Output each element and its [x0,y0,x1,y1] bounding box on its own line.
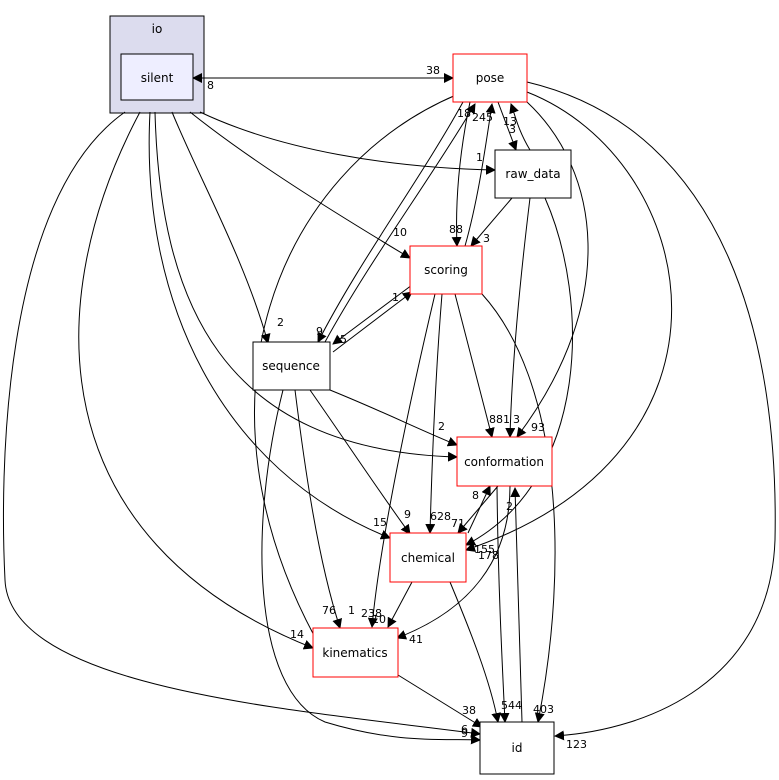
edge-label: 5 [340,333,347,346]
edge-label: 403 [533,703,554,716]
edge-pose-kinematics [254,94,457,651]
edge-scoring-chemical [425,293,443,534]
node-kinematics[interactable]: kinematics [312,627,399,678]
edge-label: 8 [472,489,479,502]
edge-label: 3 [509,123,516,136]
edge-label: 14 [290,628,304,641]
edge-label: 123 [566,738,587,751]
edge-label: 238 [361,607,382,620]
edge-label: 9 [316,325,323,338]
edge-raw-data-chemical [465,197,573,546]
edge-silent-scoring [189,111,411,259]
edge-label: 10 [393,226,407,239]
edge-label: 178 [478,549,499,562]
edge-label: 13 [503,115,517,128]
node-pose[interactable]: pose [452,53,528,103]
edge-sequence-scoring [332,291,413,353]
node-conformation[interactable]: conformation [456,436,553,487]
edge-conformation-chemical [457,485,499,534]
edge-kinematics-id [397,674,483,728]
edge-sequence-chemical [309,389,411,535]
svg-text:raw_data: raw_data [505,167,560,181]
node-id[interactable]: id [479,721,555,775]
edge-chemical-conformation [467,485,491,534]
node-raw-data[interactable]: raw_data [494,149,572,199]
edge-label: 15 [373,516,387,529]
edge-conformation-kinematics [396,485,511,640]
node-silent[interactable]: silent [120,53,194,101]
edge-sequence-conformation [324,387,458,447]
edge-scoring-conformation [454,293,495,438]
edge-label: 38 [462,704,476,717]
edge-silent-chemical [148,111,391,540]
edge-silent-conformation [154,111,458,462]
cluster-io-label: io [152,22,163,36]
edge-label: 71 [451,517,465,530]
edge-label: 8 [207,79,214,92]
edge-pose-conformation [516,101,589,438]
edge-label: 88 [449,223,463,236]
edge-label: 76 [322,604,336,617]
edge-silent-raw-data [199,111,496,175]
edge-label: 2 [277,316,284,329]
svg-text:conformation: conformation [464,455,544,469]
edge-label: 881 [489,413,510,426]
edge-label: 2 [506,500,513,513]
svg-text:silent: silent [141,71,174,85]
edge-raw-data-scoring [470,197,513,247]
node-chemical[interactable]: chemical [389,532,467,583]
edge-sequence-id [261,389,481,745]
edge-raw-data-pose [509,103,531,151]
edge-id-conformation [510,487,523,723]
edge-label: 18 [457,107,471,120]
edge-scoring-pose [464,103,496,247]
edge-silent-sequence [171,111,271,344]
edge-pose-raw-data [497,101,518,151]
edge-scoring-sequence [332,284,413,345]
edge-label: 93 [531,421,545,434]
edge-labels: 38 8 1 10 2 18 245 13 3 88 3 9 1 5 881 3… [207,64,587,751]
edge-label: 1 [348,604,355,617]
svg-text:chemical: chemical [401,551,455,565]
edge-pose-scoring [451,101,471,247]
edge-scoring-id [481,293,556,723]
edge-pose-sequence [317,101,464,343]
edge-pose-chemical [465,91,672,552]
edge-sequence-pose [324,103,476,343]
edge-label: 1 [392,291,399,304]
svg-text:kinematics: kinematics [322,646,387,660]
edge-sequence-kinematics [294,389,342,629]
edge-label: 628 [430,510,451,523]
edge-label: 155 [474,543,495,556]
svg-text:scoring: scoring [424,263,468,277]
edge-chemical-id [449,581,502,723]
edge-label: 6 [461,723,468,736]
edge-silent-id [2,111,481,738]
node-scoring[interactable]: scoring [409,245,483,295]
edge-silent-kinematics [78,111,314,650]
svg-text:pose: pose [476,71,505,85]
edge-chemical-kinematics [387,581,413,628]
edge-label: 38 [426,64,440,77]
edge-label: 10 [372,613,386,626]
edge-conformation-id [496,485,510,723]
edge-label: 9 [461,727,468,740]
edge-label: 1 [476,151,483,164]
edge-label: 245 [472,111,493,124]
edge-label: 544 [501,699,522,712]
node-sequence[interactable]: sequence [252,341,331,391]
edge-label: 3 [483,232,490,245]
svg-text:sequence: sequence [262,359,320,373]
edge-pose-id [526,81,776,741]
edge-label: 3 [513,413,520,426]
edges [2,73,776,745]
edge-scoring-kinematics [367,293,436,628]
edge-label: 9 [404,508,411,521]
edge-label: 2 [438,420,445,433]
svg-text:id: id [512,741,523,755]
edge-label: 41 [409,633,423,646]
edge-raw-data-conformation [505,197,531,438]
